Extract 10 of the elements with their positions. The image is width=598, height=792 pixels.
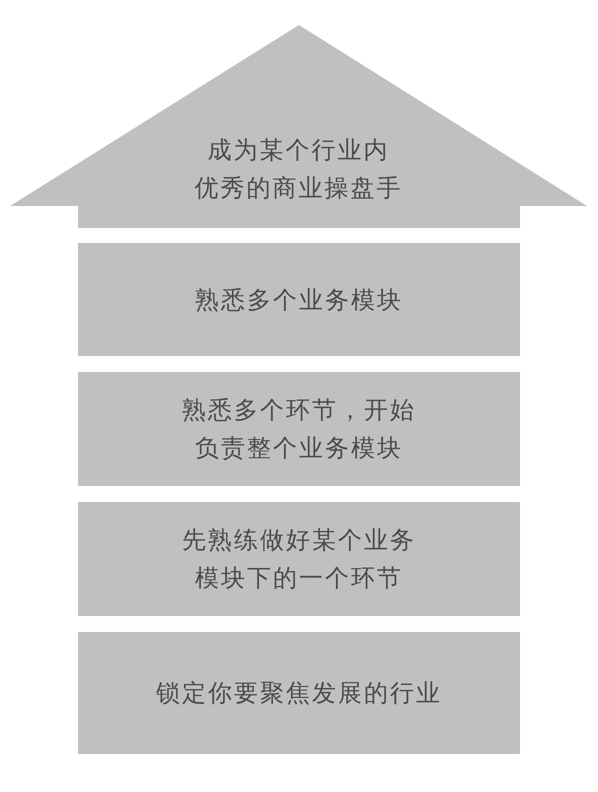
- level-label: 锁定你要聚焦发展的行业: [156, 678, 442, 709]
- level-box: [78, 502, 520, 616]
- level-label: 熟悉多个业务模块: [195, 284, 403, 316]
- level-label: 成为某个行业内优秀的商业操盘手: [194, 135, 402, 204]
- roof-shape: [10, 25, 587, 228]
- level-label: 先熟练做好某个业务模块下的一个环节: [182, 525, 416, 594]
- level-box: [78, 243, 520, 356]
- level-label: 熟悉多个环节，开始负责整个业务模块: [182, 395, 416, 464]
- level-box: [78, 372, 520, 486]
- level-box: [78, 632, 520, 754]
